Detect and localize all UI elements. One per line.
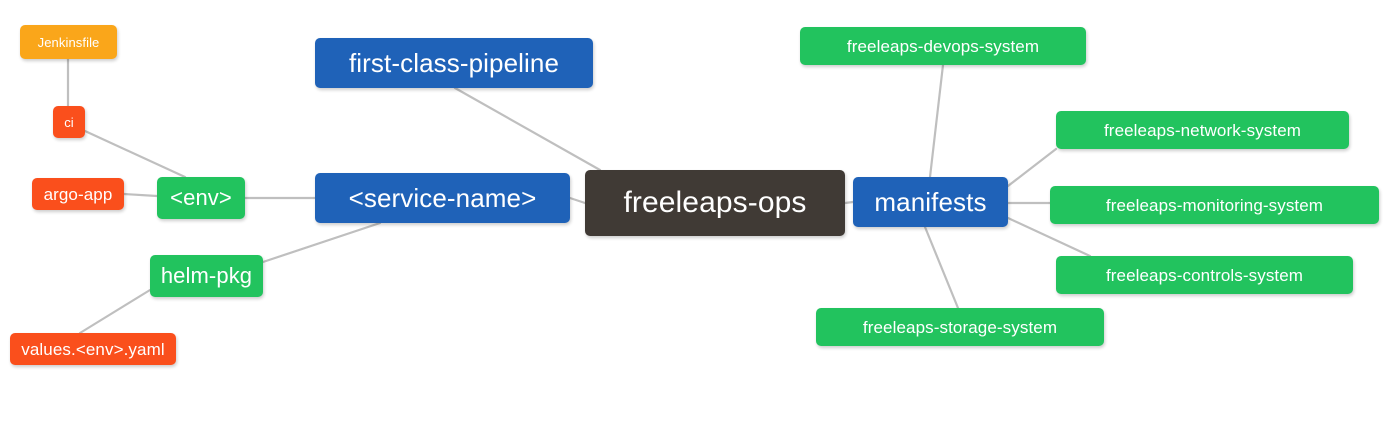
edge-env-argo-app (122, 192, 159, 198)
node-jenkinsfile[interactable]: Jenkinsfile (20, 25, 117, 59)
node-label-jenkinsfile: Jenkinsfile (37, 34, 100, 50)
node-freeleaps-storage-system[interactable]: freeleaps-storage-system (816, 308, 1104, 346)
node-freeleaps-monitoring-system[interactable]: freeleaps-monitoring-system (1050, 186, 1379, 224)
edge-root-manifests (843, 200, 855, 205)
node-values-yaml[interactable]: values.<env>.yaml (10, 333, 176, 365)
node-label-ci: ci (64, 114, 74, 130)
node-service-name[interactable]: <service-name> (315, 173, 570, 223)
node-label-freeleaps-network-system: freeleaps-network-system (1103, 120, 1302, 140)
node-first-class-pipeline[interactable]: first-class-pipeline (315, 38, 593, 88)
edge-helm-pkg-values-yaml (78, 288, 152, 335)
node-helm-pkg[interactable]: helm-pkg (150, 255, 263, 297)
node-env[interactable]: <env> (157, 177, 245, 219)
node-label-manifests: manifests (874, 187, 987, 217)
edge-service-name-first-class-pipeline (453, 86, 602, 172)
node-label-freeleaps-monitoring-system: freeleaps-monitoring-system (1105, 195, 1324, 215)
edge-env-ci (83, 129, 187, 179)
edge-service-name-helm-pkg (261, 221, 382, 264)
node-manifests[interactable]: manifests (853, 177, 1008, 227)
edge-manifests-devops-system (928, 63, 945, 179)
node-freeleaps-devops-system[interactable]: freeleaps-devops-system (800, 27, 1086, 65)
node-freeleaps-controls-system[interactable]: freeleaps-controls-system (1056, 256, 1353, 294)
node-ci[interactable]: ci (53, 106, 85, 138)
node-label-argo-app: argo-app (43, 184, 113, 204)
edge-manifests-storage-system (923, 225, 960, 310)
node-label-values-yaml: values.<env>.yaml (21, 339, 165, 359)
node-label-freeleaps-controls-system: freeleaps-controls-system (1105, 265, 1304, 285)
node-freeleaps-ops[interactable]: freeleaps-ops (585, 170, 845, 236)
edge-manifests-network-system (1006, 147, 1058, 188)
node-label-first-class-pipeline: first-class-pipeline (348, 48, 560, 78)
node-label-freeleaps-devops-system: freeleaps-devops-system (846, 36, 1040, 56)
edge-root-service-name (568, 196, 587, 205)
node-label-helm-pkg: helm-pkg (160, 263, 253, 288)
node-label-freeleaps-storage-system: freeleaps-storage-system (862, 317, 1058, 337)
node-label-service-name: <service-name> (348, 183, 537, 213)
node-label-env: <env> (170, 185, 232, 210)
node-argo-app[interactable]: argo-app (32, 178, 124, 210)
node-label-freeleaps-ops: freeleaps-ops (623, 186, 807, 219)
node-freeleaps-network-system[interactable]: freeleaps-network-system (1056, 111, 1349, 149)
